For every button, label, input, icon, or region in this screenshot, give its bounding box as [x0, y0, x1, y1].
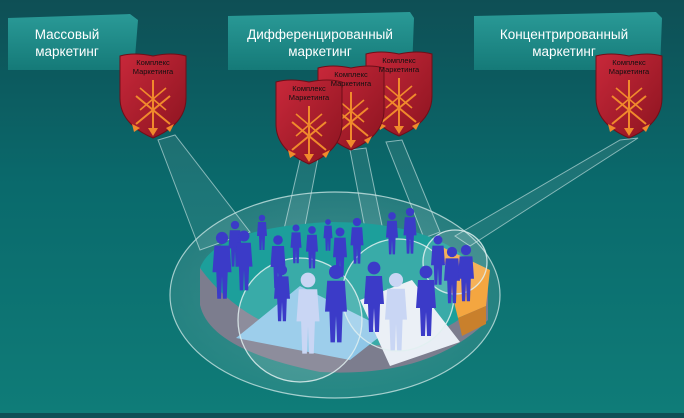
projection-conc — [454, 137, 639, 247]
banner-conc-label: Концентрированный маркетинг — [476, 20, 652, 66]
shield-diff-3-label: Комплекс Маркетинга — [372, 56, 426, 74]
shield-label-line1: Комплекс — [334, 70, 368, 79]
shield-label-line2: Маркетинга — [132, 67, 174, 76]
shield-label-line1: Комплекс — [382, 56, 416, 65]
banner-mass-label: Массовый маркетинг — [12, 20, 122, 66]
disc-segment-white — [360, 280, 460, 366]
shield-diff-2-label: Комплекс Маркетинга — [324, 70, 378, 88]
banner-conc-line1: Концентрированный — [499, 27, 629, 42]
disc-segment-orange-side — [458, 306, 486, 336]
shield-label-line1: Комплекс — [612, 58, 646, 67]
banner-diff-line2: маркетинг — [288, 44, 352, 59]
banner-mass-line1: Массовый — [34, 27, 100, 42]
shield-label-line2: Маркетинга — [378, 65, 420, 74]
shield-label-line2: Маркетинга — [288, 93, 330, 102]
shield-mass-label: Комплекс Маркетинга — [126, 58, 180, 76]
shield-conc-label: Комплекс Маркетинга — [602, 58, 656, 76]
banner-conc-line2: маркетинг — [532, 44, 596, 59]
shield-label-line2: Маркетинга — [608, 67, 650, 76]
banner-diff-line1: Дифференцированный — [247, 27, 393, 42]
banner-diff-label: Дифференцированный маркетинг — [232, 20, 408, 66]
shield-label-line1: Комплекс — [292, 84, 326, 93]
shield-label-line2: Маркетинга — [330, 79, 372, 88]
banner-mass-flag — [8, 14, 138, 70]
shield-label-line1: Комплекс — [136, 58, 170, 67]
banner-mass-line2: маркетинг — [35, 44, 99, 59]
shield-diff-1-label: Комплекс Маркетинга — [282, 84, 336, 102]
